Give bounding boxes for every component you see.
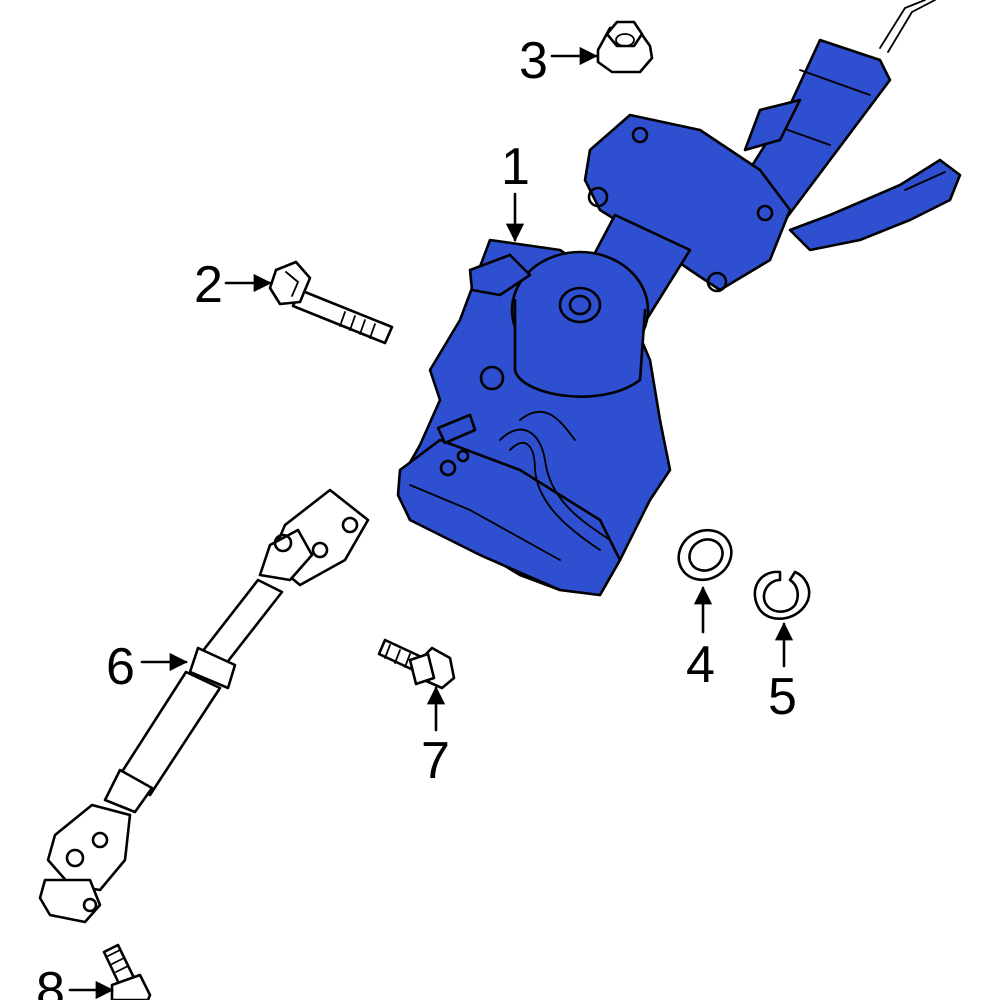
callout-2: 2 — [194, 256, 272, 314]
bolt-2 — [268, 260, 394, 345]
clip-5 — [753, 570, 811, 620]
callout-number-1: 1 — [501, 138, 530, 196]
callout-number-3: 3 — [519, 32, 548, 90]
callout-number-4: 4 — [686, 636, 715, 694]
callout-1: 1 — [501, 138, 530, 242]
callout-number-5: 5 — [768, 668, 797, 726]
callout-5: 5 — [768, 622, 797, 726]
steering-column-assembly — [396, 0, 962, 597]
callout-7: 7 — [421, 686, 450, 790]
seal-ring-4 — [677, 528, 733, 582]
callout-number-2: 2 — [194, 256, 223, 314]
intermediate-shaft-6 — [38, 488, 370, 924]
callout-number-6: 6 — [106, 638, 135, 696]
nut-3 — [596, 20, 654, 74]
bolt-8 — [102, 943, 152, 1000]
bolt-7 — [377, 638, 456, 690]
callout-number-8: 8 — [36, 962, 65, 1000]
callout-8: 8 — [36, 962, 114, 1000]
callout-6: 6 — [106, 638, 188, 696]
callout-3: 3 — [519, 32, 598, 90]
callout-4: 4 — [686, 586, 715, 694]
callout-number-7: 7 — [421, 732, 450, 790]
